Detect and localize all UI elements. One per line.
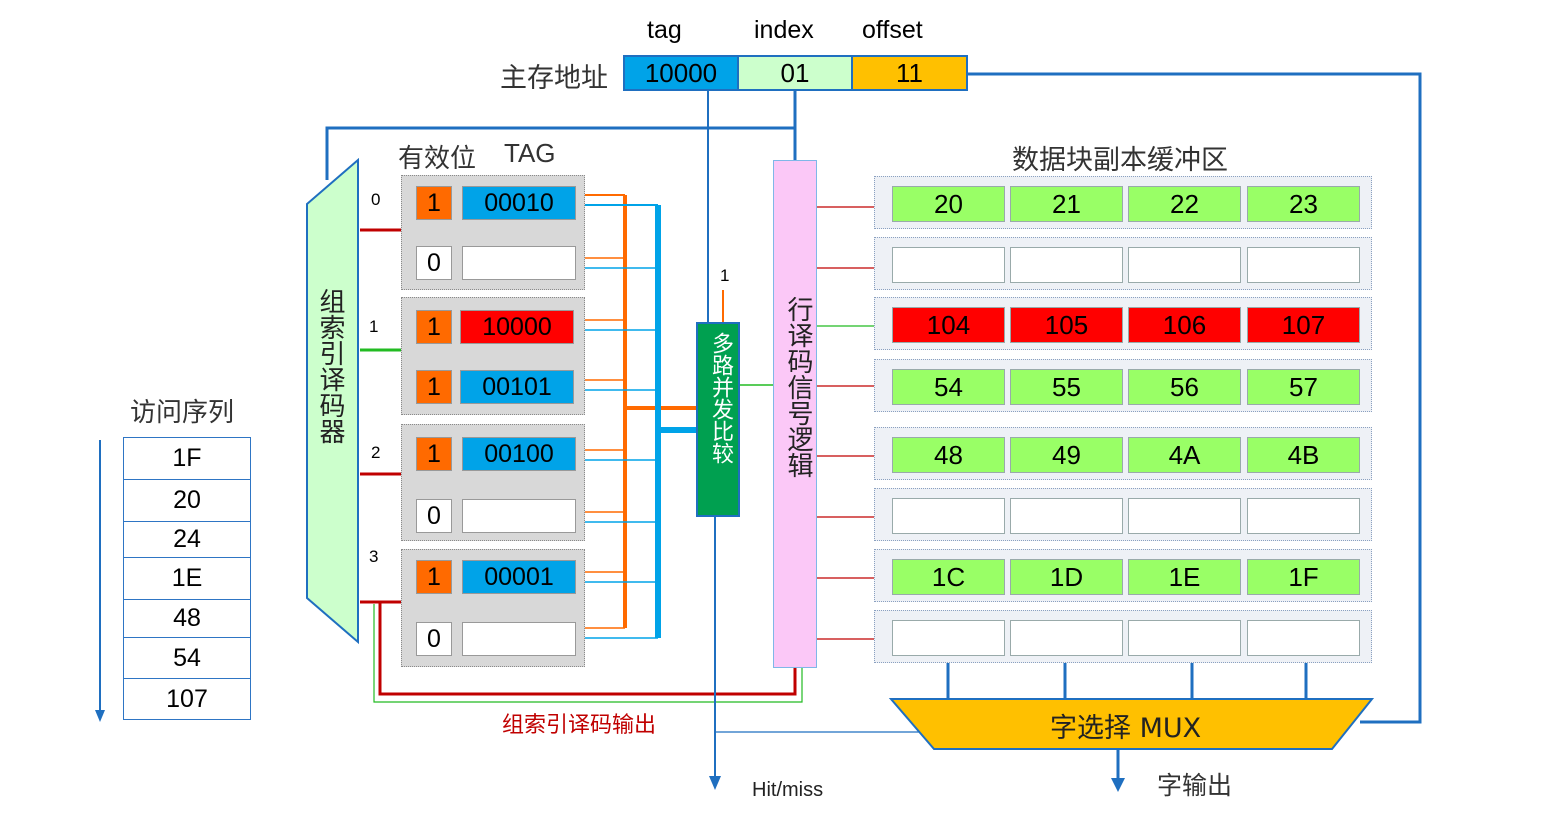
data-block-row <box>874 488 1372 541</box>
decoder-output-label: 组索引译码输出 <box>502 713 657 738</box>
data-word-cell: 48 <box>892 437 1005 473</box>
data-block-row <box>874 610 1372 663</box>
valid-bit: 0 <box>416 622 452 656</box>
data-word-cell: 1E <box>1128 559 1241 595</box>
access-sequence-title: 访问序列 <box>130 398 235 428</box>
data-word-cell: 107 <box>1247 307 1360 343</box>
data-word-cell <box>1247 620 1360 656</box>
data-word-cell <box>892 498 1005 534</box>
data-word-cell <box>1128 498 1241 534</box>
access-sequence-item: 1E <box>123 557 251 600</box>
data-word-cell: 1C <box>892 559 1005 595</box>
tag-entry: 00101 <box>460 370 574 404</box>
word-select-mux <box>888 698 1375 750</box>
access-sequence-item: 48 <box>123 599 251 638</box>
tag-entry: 00010 <box>462 186 576 220</box>
cache-set-2: 1 00100 0 <box>401 424 585 541</box>
address-tag-field: 10000 <box>623 55 739 91</box>
access-sequence-item: 54 <box>123 637 251 679</box>
data-word-cell <box>1010 620 1123 656</box>
data-word-cell <box>1010 498 1123 534</box>
offset-header: offset <box>862 16 923 44</box>
data-word-cell: 22 <box>1128 186 1241 222</box>
valid-bit: 1 <box>416 370 452 404</box>
data-word-cell <box>1010 247 1123 283</box>
comparator-input-label: 1 <box>720 266 730 285</box>
index-header: index <box>754 16 814 44</box>
valid-bit: 1 <box>416 560 452 594</box>
tag-header: tag <box>647 16 682 44</box>
row-decoder <box>773 160 817 668</box>
set-decoder-label: 组索引译码器 <box>315 288 345 444</box>
set-number-0: 0 <box>371 190 381 209</box>
data-word-cell: 21 <box>1010 186 1123 222</box>
address-index-field: 01 <box>737 55 853 91</box>
set-index-decoder <box>306 158 359 645</box>
data-word-cell: 1F <box>1247 559 1360 595</box>
data-word-cell <box>892 247 1005 283</box>
access-sequence-item: 1F <box>123 437 251 480</box>
tag-entry <box>462 622 576 656</box>
data-word-cell: 20 <box>892 186 1005 222</box>
data-word-cell: 105 <box>1010 307 1123 343</box>
data-word-cell: 49 <box>1010 437 1123 473</box>
data-word-cell: 23 <box>1247 186 1360 222</box>
cache-set-1: 1 10000 1 00101 <box>401 297 585 415</box>
tag-entry <box>462 246 576 280</box>
cache-set-3: 1 00001 0 <box>401 549 585 667</box>
access-sequence-item: 20 <box>123 479 251 522</box>
data-word-cell <box>1128 247 1241 283</box>
valid-bit: 1 <box>416 310 452 344</box>
valid-bit: 1 <box>416 437 452 471</box>
data-word-cell: 104 <box>892 307 1005 343</box>
row-decoder-label: 行译码信号逻辑 <box>783 296 813 478</box>
mux-label: 字选择 MUX <box>1050 713 1202 744</box>
address-offset-field: 11 <box>851 55 968 91</box>
tag-entry: 00001 <box>462 560 576 594</box>
valid-bit: 1 <box>416 186 452 220</box>
address-label: 主存地址 <box>500 63 608 94</box>
set-number-2: 2 <box>371 443 381 462</box>
access-sequence-item: 24 <box>123 521 251 558</box>
valid-bit: 0 <box>416 499 452 533</box>
tag-column-header: TAG <box>504 138 556 168</box>
data-block-row <box>874 237 1372 290</box>
data-word-cell <box>1128 620 1241 656</box>
data-word-cell <box>1247 247 1360 283</box>
valid-bit-header: 有效位 <box>398 144 477 174</box>
comparator-label: 多路并发比较 <box>708 332 733 464</box>
tag-entry: 00100 <box>462 437 576 471</box>
data-word-cell: 56 <box>1128 369 1241 405</box>
data-word-cell <box>1247 498 1360 534</box>
access-sequence-item: 107 <box>123 678 251 720</box>
data-word-cell: 4A <box>1128 437 1241 473</box>
valid-bit: 0 <box>416 246 452 280</box>
tag-entry: 10000 <box>460 310 574 344</box>
data-word-cell: 57 <box>1247 369 1360 405</box>
set-number-1: 1 <box>369 317 379 336</box>
data-word-cell: 55 <box>1010 369 1123 405</box>
cache-set-0: 1 00010 0 <box>401 175 585 290</box>
tag-entry <box>462 499 576 533</box>
set-number-3: 3 <box>369 547 379 566</box>
word-output-label: 字输出 <box>1157 771 1233 800</box>
data-word-cell: 1D <box>1010 559 1123 595</box>
data-word-cell: 4B <box>1247 437 1360 473</box>
hit-miss-label: Hit/miss <box>752 779 824 801</box>
data-word-cell: 106 <box>1128 307 1241 343</box>
data-word-cell: 54 <box>892 369 1005 405</box>
parallel-comparator <box>696 322 740 517</box>
data-word-cell <box>892 620 1005 656</box>
data-buffer-title: 数据块副本缓冲区 <box>1012 145 1228 176</box>
